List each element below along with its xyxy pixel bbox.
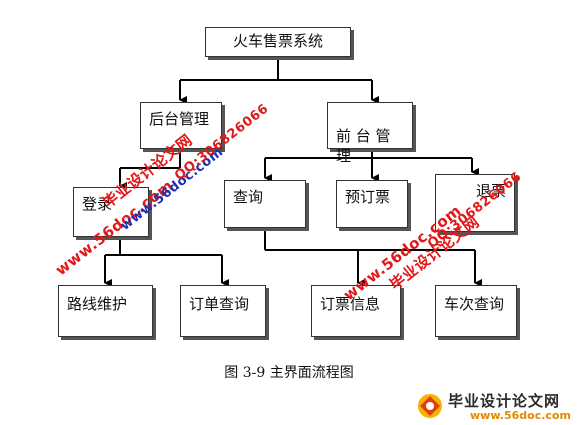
node-book: 预订票 bbox=[336, 180, 408, 228]
node-refund-label: 退票 bbox=[475, 182, 506, 200]
node-order-query-label: 订单查询 bbox=[189, 295, 250, 313]
node-ticket-info: 订票信息 bbox=[311, 285, 401, 337]
node-query-label: 查询 bbox=[233, 188, 264, 206]
node-book-label: 预订票 bbox=[345, 188, 391, 206]
node-backend: 后台管理 bbox=[140, 102, 222, 149]
node-order-query: 订单查询 bbox=[180, 285, 266, 337]
node-route: 路线维护 bbox=[58, 285, 153, 337]
logo-icon bbox=[418, 394, 442, 418]
node-root: 火车售票系统 bbox=[205, 27, 351, 57]
figure-caption: 图 3-9 主界面流程图 bbox=[224, 365, 354, 381]
node-backend-label: 后台管理 bbox=[149, 110, 210, 128]
node-login: 登录 bbox=[73, 187, 149, 237]
logo-url: www.56doc.com bbox=[470, 409, 571, 422]
node-login-label: 登录 bbox=[82, 195, 113, 213]
node-train-query: 车次查询 bbox=[435, 285, 517, 337]
node-ticket-info-label: 订票信息 bbox=[320, 295, 381, 313]
node-train-query-label: 车次查询 bbox=[444, 295, 505, 313]
node-frontend: 前 台 管 理 bbox=[327, 102, 413, 165]
logo-brand: 毕业设计论文网 bbox=[448, 392, 561, 410]
node-query: 查询 bbox=[224, 180, 306, 228]
node-route-label: 路线维护 bbox=[67, 295, 128, 313]
node-refund: 退票 bbox=[435, 174, 515, 232]
node-root-label: 火车售票系统 bbox=[232, 32, 323, 50]
node-frontend-label: 前 台 管 理 bbox=[336, 127, 391, 165]
